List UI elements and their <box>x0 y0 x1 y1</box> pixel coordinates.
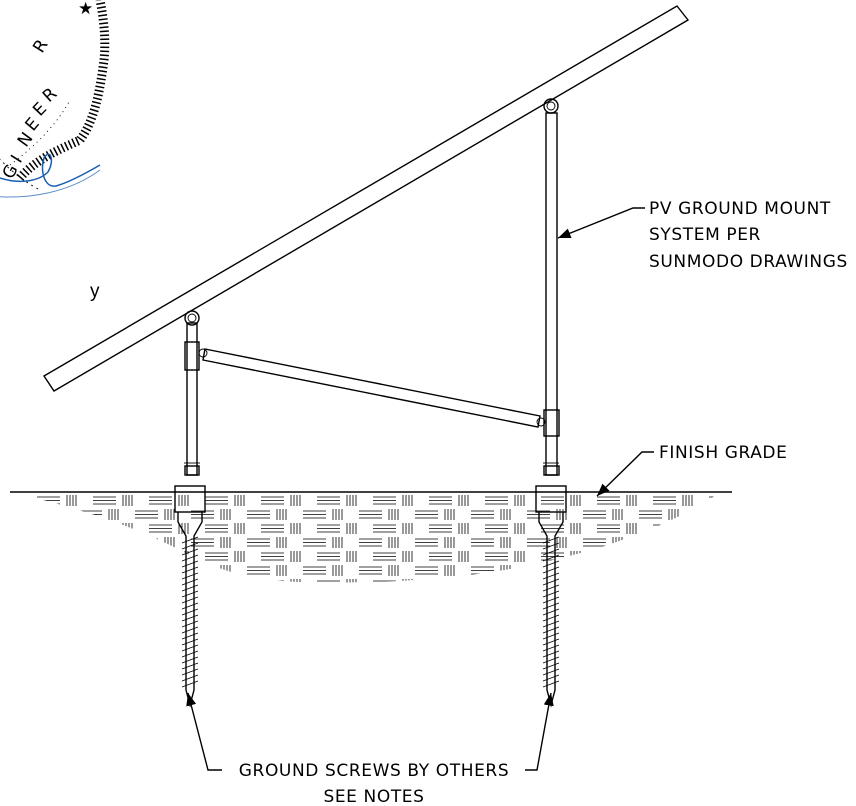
callout-pv-mount: PV GROUND MOUNT SYSTEM PER SUNMODO DRAWI… <box>557 199 848 272</box>
ground-screw-rear <box>535 485 567 708</box>
diagonal-brace <box>202 348 541 428</box>
callout-ground-screws: GROUND SCREWS BY OTHERS SEE NOTES <box>186 692 554 806</box>
seal-letter: R <box>39 84 62 107</box>
leader-arrow-icon <box>525 692 554 771</box>
leader-arrow-icon <box>557 207 645 239</box>
side-text-fragment: y <box>90 281 100 302</box>
pv-panel <box>43 5 690 392</box>
rear-post <box>536 98 560 476</box>
seal-outer-arc <box>0 169 101 198</box>
leader-arrow-icon <box>596 451 654 497</box>
callout-pv-line: SYSTEM PER <box>649 225 761 245</box>
seal-letters: G I N E E R <box>0 84 62 183</box>
ground-screw-front <box>174 485 206 708</box>
callout-finish-grade: FINISH GRADE <box>596 443 787 497</box>
callout-screws-line: GROUND SCREWS BY OTHERS <box>239 761 509 781</box>
callout-finish-grade-text: FINISH GRADE <box>659 443 787 463</box>
seal-text-star: ★ <box>78 0 94 19</box>
front-post <box>184 310 208 476</box>
signature-icon <box>0 153 101 187</box>
callout-pv-line: SUNMODO DRAWINGS <box>649 252 848 272</box>
soil-hatch <box>10 491 732 583</box>
seal-text-r: R <box>29 36 53 57</box>
callout-pv-line: PV GROUND MOUNT <box>649 199 831 219</box>
leader-arrow-icon <box>186 692 222 771</box>
callout-screws-line: SEE NOTES <box>323 787 424 806</box>
